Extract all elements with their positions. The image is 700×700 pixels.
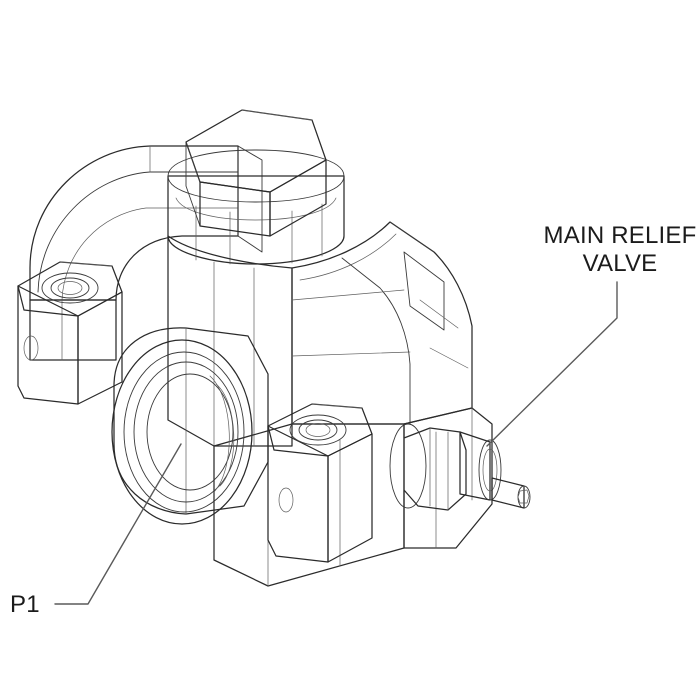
p1-flange-rim — [111, 339, 253, 525]
p1-port-bore — [111, 327, 269, 525]
callout-main-relief-valve: MAIN RELIEF VALVE — [486, 222, 697, 447]
mount-ear-left — [17, 261, 123, 405]
bolt-hole-left — [57, 281, 83, 295]
callout-label-main-relief-valve-line1: MAIN RELIEF — [544, 222, 697, 249]
relief-valve-body — [389, 423, 531, 511]
relief-valve-collar — [478, 439, 502, 501]
elbow-housing — [29, 145, 263, 361]
mount-ear-right — [267, 403, 373, 563]
hex-cap-top-face — [185, 109, 327, 193]
bolt-hole-outer-left — [41, 272, 99, 304]
relief-valve-hex — [403, 427, 467, 511]
callout-p1: P1 — [10, 443, 182, 618]
leader-line-main-relief-valve — [486, 281, 618, 447]
valve-body-assembly — [17, 109, 531, 587]
main-body — [167, 221, 493, 587]
stem-hex-socket — [517, 489, 530, 504]
p1-bore — [146, 373, 234, 491]
callout-label-main-relief-valve-line2: VALVE — [583, 250, 658, 277]
bolt-hole-right — [305, 423, 331, 437]
callout-label-p1: P1 — [10, 591, 40, 618]
bolt-hole-outer-right — [289, 414, 347, 446]
leader-line-p1 — [54, 443, 182, 605]
hex-cap-top — [185, 109, 327, 237]
p1-counterbore — [133, 361, 239, 503]
